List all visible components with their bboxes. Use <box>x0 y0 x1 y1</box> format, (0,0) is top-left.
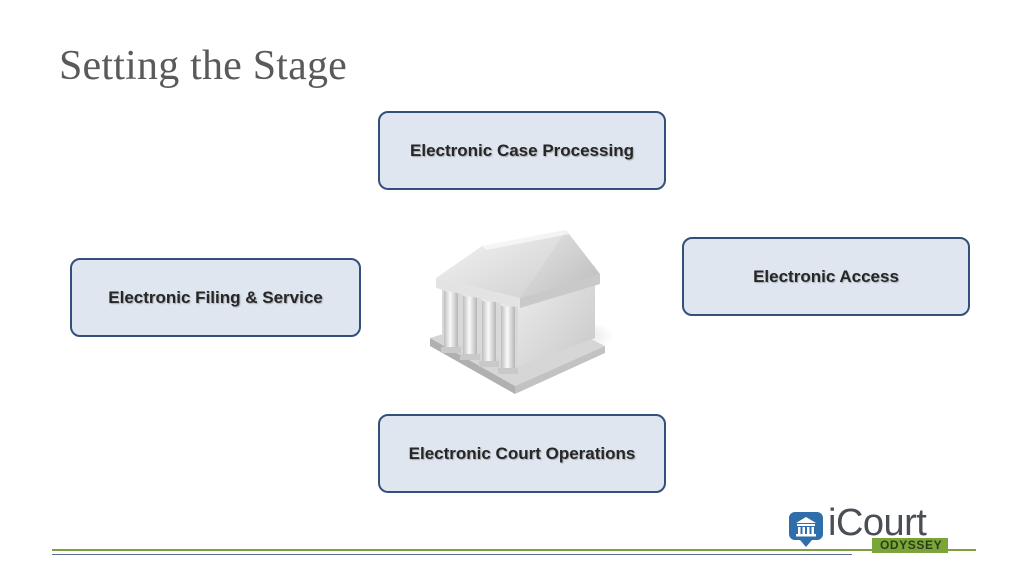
box-electronic-access: Electronic Access <box>682 237 970 316</box>
box-label: Electronic Court Operations <box>408 443 636 463</box>
icourt-odyssey-logo: iCourt ODYSSEY <box>788 502 973 555</box>
box-label: Electronic Case Processing <box>410 140 634 160</box>
logo-wordmark: iCourt <box>828 502 927 544</box>
box-electronic-filing-service: Electronic Filing & Service <box>70 258 361 337</box>
box-electronic-court-operations: Electronic Court Operations <box>378 414 666 493</box>
courthouse-icon <box>430 230 615 394</box>
courthouse-badge-icon <box>789 512 823 547</box>
box-electronic-case-processing: Electronic Case Processing <box>378 111 666 190</box>
page-title: Setting the Stage <box>59 43 348 89</box>
box-label: Electronic Access <box>753 266 899 286</box>
footer-divider-green <box>52 549 976 551</box>
footer-divider-blue <box>52 554 852 555</box>
box-label: Electronic Filing & Service <box>108 287 323 307</box>
